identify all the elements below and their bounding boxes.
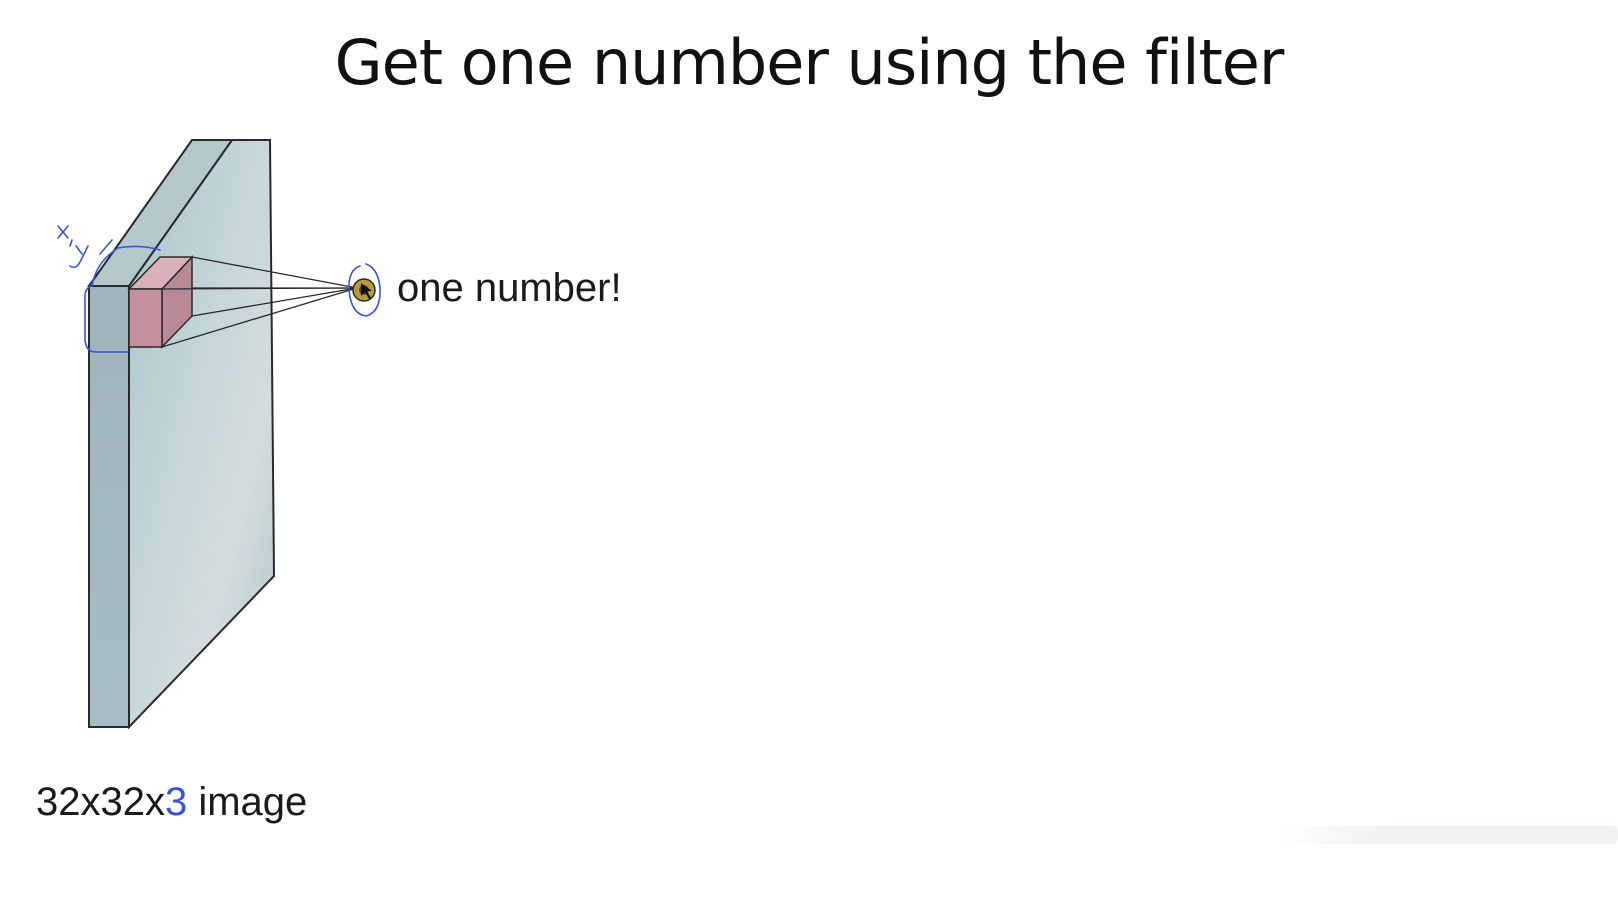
one-number-label: one number! <box>397 266 622 310</box>
annotation-output-circle <box>348 263 381 317</box>
cursor-icon <box>361 283 372 299</box>
pen-annotations <box>57 225 381 353</box>
bottom-shadow-artifact <box>1280 826 1618 844</box>
image-size-caption: 32x32x3 image <box>36 780 307 825</box>
image-size-prefix: 32x32x <box>36 780 165 824</box>
projection-lines <box>161 256 358 348</box>
image-caption-suffix: image <box>187 780 308 824</box>
annotation-slash <box>99 239 113 255</box>
image-depth-value: 3 <box>164 780 188 824</box>
filter-front-face <box>128 288 163 348</box>
annotation-handwriting-comma <box>69 239 73 247</box>
annotation-handwriting-x <box>57 225 69 239</box>
slide-title: Get one number using the filter <box>334 26 1285 99</box>
annotation-bracket <box>84 245 161 353</box>
output-number-dot <box>352 278 376 302</box>
input-volume <box>87 139 276 730</box>
annotation-handwriting-y <box>69 245 89 269</box>
volume-front-face <box>88 285 130 728</box>
